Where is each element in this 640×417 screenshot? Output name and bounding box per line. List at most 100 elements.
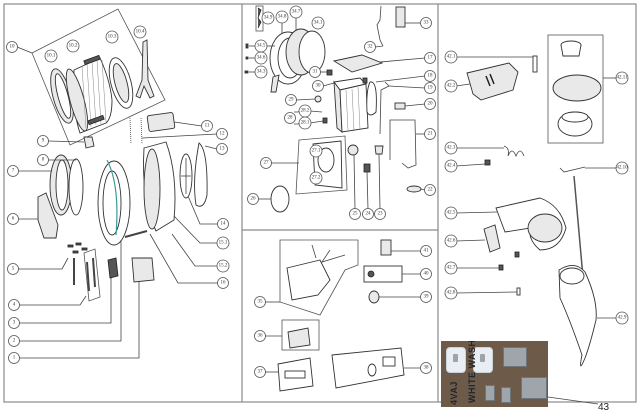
callout-c-42-6: 42.6 [444,234,458,248]
drain-hose [389,119,417,169]
callout-c-36: 36 [254,330,266,342]
callout-label: 10.1 [47,54,56,59]
callout-circle [424,128,436,140]
thermal-fuse [484,159,491,166]
callout-circle [254,51,268,65]
callout-label: 14 [221,222,227,227]
callout-label: 10.4 [136,30,145,35]
callout-circle [420,17,432,29]
callout-label: 20 [428,102,434,107]
callout-label: 42.9 [618,316,627,321]
callout-c-28: 28 [284,112,296,124]
panel-3-leaders [265,250,421,373]
callout-circle [309,144,323,158]
hinge-clip [83,136,95,149]
cabinet-clip [326,69,333,76]
photo-printed-text-2: 4VAJ [449,381,459,405]
fan-housing [552,74,602,102]
callout-label: 29 [289,98,295,103]
callout-c-42-11: 42.11 [615,71,629,85]
panel-cabinet-door [244,5,426,213]
callout-c-42-2: 42.2 [444,79,458,93]
callout-circle [349,208,361,220]
callout-c-34-7: 34.7 [289,5,303,19]
callout-label: 36 [258,334,264,339]
panel-detergent-control [265,239,421,392]
callout-label: 41 [424,249,430,254]
callout-circle [37,154,49,166]
callout-c-5: 5 [7,263,19,275]
drum-group-box [31,8,166,146]
hinge-pin [322,117,328,124]
callout-circle [254,65,268,79]
panel-1-leaders [16,46,218,359]
callout-circle [8,299,20,311]
top-counterweight [146,112,176,132]
callout-label: 34.3 [257,70,266,75]
callout-label: 34.9 [264,16,273,21]
callout-label: 38 [424,366,430,371]
photo-printed-text: WHITE WASHING M [467,341,477,403]
callout-c-27-1: 27.1 [309,144,323,158]
callout-circle [6,41,18,53]
heater-element [107,257,119,279]
callout-circle [444,261,458,275]
callout-c-14: 14 [217,218,229,230]
callout-label: 21 [428,132,434,137]
callout-circle [424,98,436,110]
callout-circle [254,330,266,342]
callout-c-23: 23 [374,208,386,220]
callout-label: 7 [12,169,15,174]
callout-circle [8,352,20,364]
callout-c-28-2: 28.2 [298,104,312,118]
callout-label: 12 [220,132,226,137]
door-handle [270,74,280,93]
callout-circle [444,234,458,248]
top-lid [332,54,384,73]
callout-label: 42.10 [616,166,628,171]
callout-circle [66,39,80,53]
callout-c-10: 10 [6,41,18,53]
callout-circle [420,362,432,374]
duct-clip [498,264,504,271]
callout-label: 11 [205,124,210,129]
callout-label: 6 [12,217,15,222]
callout-c-4: 4 [8,299,20,311]
callout-label: 34.8 [278,15,287,20]
callout-label: 27 [264,161,270,166]
shock-absorber-3 [92,257,96,288]
callout-c-28-1: 28.1 [298,116,312,130]
fan-group-box [547,34,604,144]
callout-c-24: 24 [362,208,374,220]
sensor [363,163,371,173]
callout-circle [424,52,436,64]
callout-circle [420,291,432,303]
selector-knob [368,290,380,304]
shock-absorber-2 [86,261,90,292]
lint-filter [483,224,501,253]
callout-c-2: 2 [8,335,20,347]
callout-c-18: 18 [424,70,436,82]
heating-element [503,145,525,158]
callout-label: 42.5 [447,211,456,216]
callout-c-42-5: 42.5 [444,206,458,220]
callout-label: 1 [13,356,16,361]
callout-c-38: 38 [420,362,432,374]
callout-label: 24 [366,212,372,217]
callout-label: 15.2 [219,264,228,269]
callout-label: 10.2 [69,44,78,49]
callout-label: 28 [288,116,294,121]
callout-circle [284,112,296,124]
bolts [67,242,88,254]
callout-label: 18 [428,74,434,79]
callout-label: 34.7 [292,10,301,15]
callout-label: 33 [424,21,430,26]
callout-circle [217,277,229,289]
callout-label: 5 [12,267,15,272]
callout-circle [615,71,629,85]
callout-circle [444,141,458,155]
callout-c-32: 32 [364,41,376,53]
callout-circle [444,206,458,220]
callout-c-39: 39 [420,291,432,303]
callout-c-29: 29 [285,94,297,106]
